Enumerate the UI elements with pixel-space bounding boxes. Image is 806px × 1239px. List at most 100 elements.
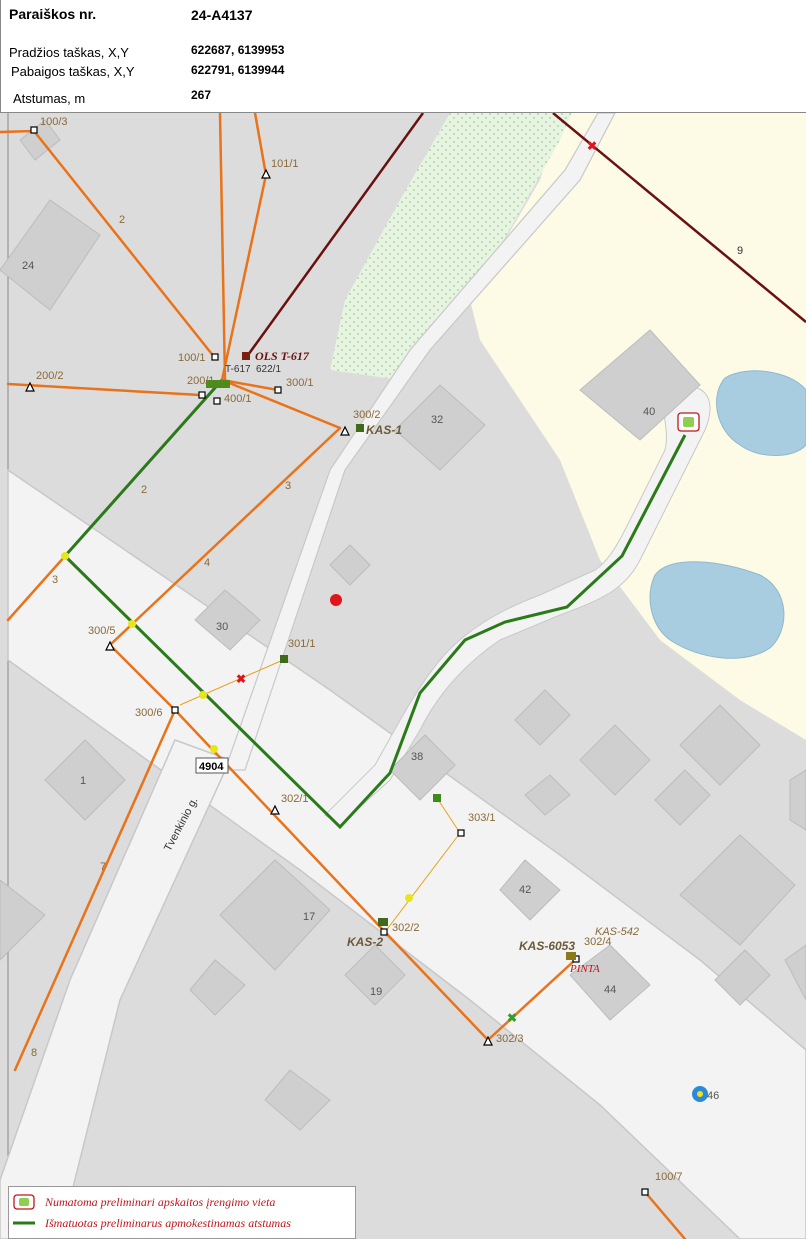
green-line-icon [13, 1216, 35, 1230]
hv-line-9 [552, 113, 806, 323]
building-number: 38 [411, 751, 423, 763]
substation-box [206, 380, 230, 388]
building-number: 42 [519, 884, 531, 896]
lv-line [220, 378, 280, 392]
substation-labels: OLS T-617 KAS-1 KAS-2 KAS-6053 KAS-542 P… [255, 349, 639, 975]
pole-triangle [105, 640, 115, 651]
pole-triangle [483, 1035, 493, 1046]
building [44, 739, 126, 821]
lv-line [13, 708, 177, 1072]
pole-label: 303/1 [468, 812, 496, 824]
lv-line [383, 930, 490, 1042]
end-point-label: Pabaigos taškas, X,Y [11, 64, 135, 79]
building [499, 859, 561, 921]
pond-north [716, 370, 806, 456]
poles [25, 126, 649, 1196]
building-number: 44 [604, 984, 616, 996]
pole-label: 302/3 [496, 1033, 524, 1045]
application-info-panel: Paraiškos nr. 24-A4137 Pradžios taškas, … [0, 0, 806, 113]
substation-kas2 [378, 918, 388, 926]
building [714, 949, 771, 1006]
lv-line [0, 129, 36, 134]
road-main [7, 468, 806, 1239]
substation-label: KAS-6053 [519, 939, 575, 953]
road-north-branch [224, 113, 616, 771]
lv-line [218, 113, 227, 382]
crossing-green-x: ✖ [507, 1011, 517, 1025]
service-line [436, 797, 461, 834]
start-point-value: 622687, 6139953 [191, 43, 285, 57]
lv-line [220, 173, 268, 382]
pole-label: 2 [119, 214, 125, 226]
pole [457, 829, 465, 837]
pole [380, 928, 388, 936]
substation-label: OLS T-617 [255, 349, 310, 363]
pole-label: 2 [141, 484, 147, 496]
building [579, 329, 701, 441]
pole [213, 397, 221, 405]
lv-line [173, 708, 387, 934]
road-tvenkinio [0, 739, 232, 1239]
pole-label: 200/2 [36, 370, 64, 382]
pole-label: 200/1 [187, 375, 215, 387]
building [0, 879, 46, 961]
building [524, 774, 571, 816]
building [389, 734, 456, 801]
crossing-yellow [210, 745, 218, 753]
lv-line [220, 378, 342, 430]
building [0, 199, 101, 311]
crossing-red-x: ✖ [236, 672, 246, 686]
application-number-label: Paraiškos nr. [9, 6, 97, 22]
legend-row-meter: Numatoma preliminari apskaitos įrengimo … [13, 1192, 275, 1212]
pole-label: 300/1 [286, 377, 314, 389]
building [654, 769, 711, 826]
crossing-markers: ✖ ✖ ✖ [61, 139, 597, 1025]
meter-location-icon [677, 412, 700, 432]
crossing-red-x: ✖ [587, 139, 597, 153]
crossing-yellow [61, 552, 69, 560]
building-number: 30 [216, 621, 228, 633]
pole-label: 3 [52, 574, 58, 586]
pole-label: 9 [737, 245, 743, 257]
pole-label: 302/4 [584, 936, 612, 948]
building [784, 944, 806, 1001]
pole-label: 101/1 [271, 158, 299, 170]
meadow-area [330, 113, 572, 380]
pond-south [649, 561, 785, 659]
crossing-yellow [128, 620, 136, 628]
building [789, 769, 806, 831]
lv-line [108, 643, 177, 712]
substation-ols [242, 352, 250, 360]
distance-value: 267 [191, 88, 212, 102]
service-line [179, 659, 284, 706]
pole-label: 302/2 [392, 922, 420, 934]
lv-line [643, 1190, 687, 1239]
pole [211, 353, 219, 361]
pole-label: 8 [31, 1047, 37, 1059]
substation-label: KAS-2 [347, 935, 383, 949]
pole [641, 1188, 649, 1196]
building-number: 19 [370, 986, 382, 998]
pole [198, 391, 206, 399]
lv-line [108, 426, 342, 647]
hv-line-to-ols [246, 113, 425, 356]
network-map[interactable]: ✖ ✖ ✖ 4904 [0, 113, 806, 1239]
building [264, 1069, 331, 1131]
pole-label: 622/1 [256, 364, 281, 375]
pole-label: T-617 [225, 364, 251, 375]
application-number-value: 24-A4137 [191, 7, 253, 23]
building-number: 24 [22, 260, 34, 272]
legend-row-distance: Išmatuotas preliminarus apmokestinamas a… [13, 1213, 291, 1233]
pole-label: 100/7 [655, 1171, 683, 1183]
meter-location-icon [13, 1194, 35, 1210]
building-number: 1 [80, 775, 86, 787]
pole [274, 386, 282, 394]
building [679, 704, 761, 786]
building-numbers: 24 32 40 30 1 38 42 17 19 44 46 [22, 260, 719, 1102]
pole-label: 300/6 [135, 707, 163, 719]
road-number-text: 4904 [199, 761, 224, 773]
substations [206, 352, 576, 960]
pinta-label: PINTA [569, 963, 600, 975]
substation-label: KAS-1 [366, 423, 402, 437]
building [579, 724, 651, 796]
